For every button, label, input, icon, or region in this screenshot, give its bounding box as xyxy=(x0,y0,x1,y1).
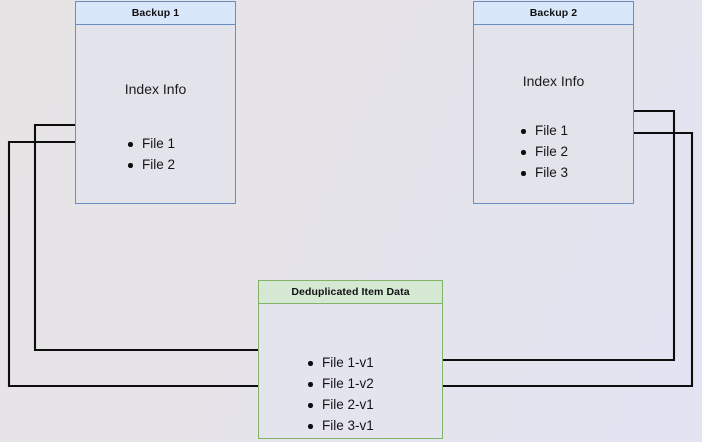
backup-1-file-list: File 1 File 2 xyxy=(124,133,175,175)
dedup-body: File 1-v1 File 1-v2 File 2-v1 File 3-v1 xyxy=(259,304,442,438)
backup-1-box[interactable]: Backup 1 Index Info File 1 File 2 xyxy=(75,1,236,204)
list-item[interactable]: File 1 xyxy=(517,120,568,141)
backup-2-body: Index Info File 1 File 2 File 3 xyxy=(474,25,633,203)
backup-1-header: Backup 1 xyxy=(76,2,235,25)
list-item[interactable]: File 1-v1 xyxy=(304,352,374,373)
list-item[interactable]: File 2-v1 xyxy=(304,394,374,415)
backup-2-index-label: Index Info xyxy=(522,73,585,89)
backup-1-index-label: Index Info xyxy=(124,81,187,97)
list-item[interactable]: File 1-v2 xyxy=(304,373,374,394)
backup-1-body: Index Info File 1 File 2 xyxy=(76,25,235,203)
list-item[interactable]: File 1 xyxy=(124,133,175,154)
backup-2-header: Backup 2 xyxy=(474,2,633,25)
list-item[interactable]: File 3 xyxy=(517,162,568,183)
dedup-item-list: File 1-v1 File 1-v2 File 2-v1 File 3-v1 xyxy=(304,352,374,436)
backup-2-file-list: File 1 File 2 File 3 xyxy=(517,120,568,183)
list-item[interactable]: File 3-v1 xyxy=(304,415,374,436)
deduplicated-item-data-box[interactable]: Deduplicated Item Data File 1-v1 File 1-… xyxy=(258,280,443,439)
backup-2-box[interactable]: Backup 2 Index Info File 1 File 2 File 3 xyxy=(473,1,634,204)
list-item[interactable]: File 2 xyxy=(124,154,175,175)
dedup-header: Deduplicated Item Data xyxy=(259,281,442,304)
list-item[interactable]: File 2 xyxy=(517,141,568,162)
